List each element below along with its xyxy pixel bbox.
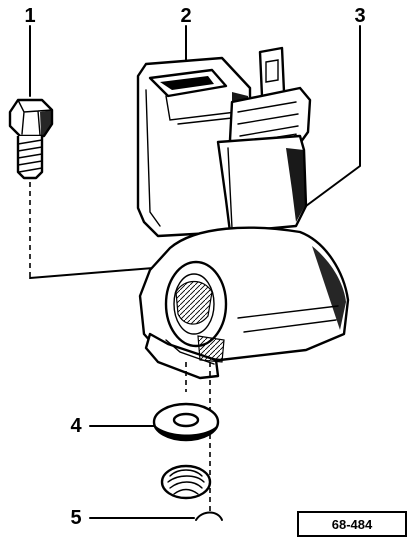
reference-number: 68-484: [332, 517, 373, 532]
callout-1-label: 1: [24, 5, 35, 27]
callout-2-label: 2: [180, 5, 191, 27]
belt-webbing-part: [216, 134, 308, 234]
reference-box: 68-484: [297, 511, 407, 537]
anchor-housing-part: [138, 226, 350, 380]
washer-part: [152, 402, 220, 442]
threaded-insert-part: [160, 464, 212, 500]
callout-3-leader: [305, 25, 361, 207]
bolt-part: [8, 98, 54, 180]
callout-4-label: 4: [70, 415, 82, 437]
callout-3-label: 3: [354, 5, 365, 27]
clip-part: [195, 511, 223, 521]
callout-5-label: 5: [70, 507, 81, 529]
